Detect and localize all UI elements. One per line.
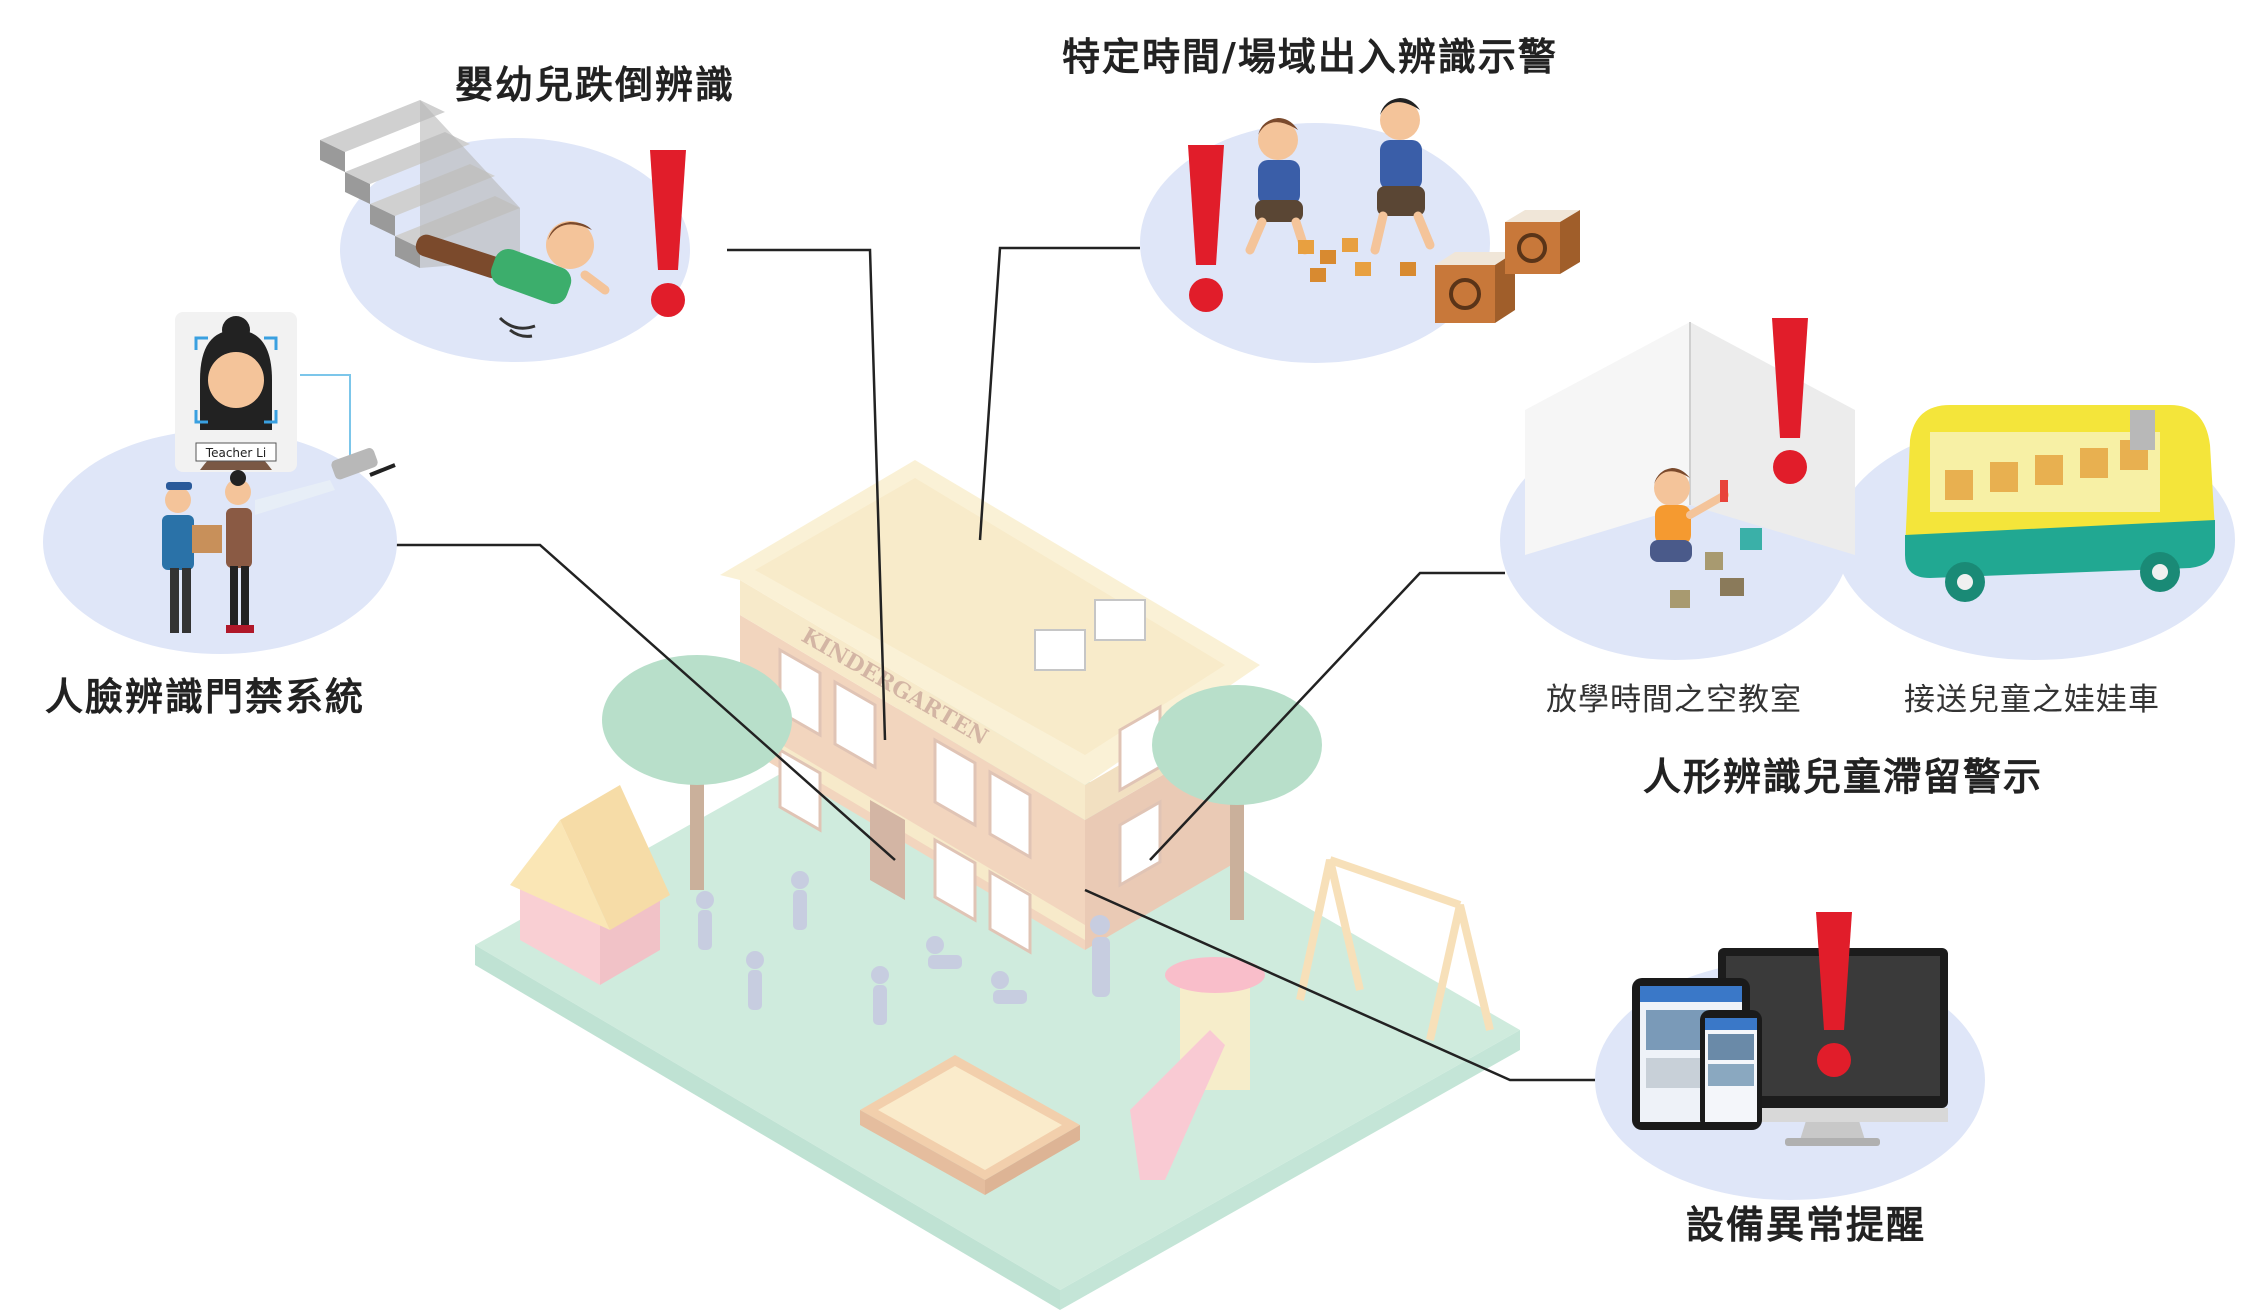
time-zone-alert-label: 特定時間/場域出入辨識示警	[1062, 35, 1558, 79]
device-alert-illustration	[1595, 912, 1985, 1200]
smartphone-icon	[1700, 1010, 1762, 1130]
falling-child-icon	[415, 221, 610, 338]
face-access-label: 人臉辨識門禁系統	[45, 675, 365, 719]
classroom-wall-icon	[1525, 322, 1855, 555]
swing-icon	[1296, 856, 1494, 1041]
school-bus-label: 接送兒童之娃娃車	[1904, 682, 2160, 718]
teacher-badge-text: Teacher Li	[205, 446, 266, 460]
speaker-box-icon	[1435, 210, 1580, 323]
connector-device	[1084, 888, 1610, 1082]
security-camera-icon	[255, 448, 396, 515]
kindergarten-building-icon: KINDERGARTEN	[720, 460, 1260, 955]
tree-icon	[1152, 685, 1322, 920]
face-scan-icon: Teacher Li	[175, 312, 297, 472]
exclamation-icon	[650, 150, 686, 317]
exclamation-icon	[1816, 912, 1852, 1077]
cardboard-box-icon	[1298, 238, 1416, 282]
ground-edge	[475, 945, 1060, 1310]
child-left-behind-label: 人形辨識兒童滯留警示	[1643, 755, 2043, 799]
connector-stay	[1149, 571, 1505, 861]
face-access-illustration: Teacher Li	[43, 312, 397, 654]
fall-detection-label: 嬰幼兒跌倒辨識	[455, 63, 735, 107]
playing-children-icon	[1245, 98, 1435, 255]
connector-face	[395, 543, 896, 861]
connector-time-zone	[978, 246, 1140, 541]
playground-ground	[475, 690, 1520, 1290]
sandbox-icon	[860, 1055, 1080, 1195]
exclamation-icon	[1772, 318, 1808, 484]
teacher-icon	[225, 470, 254, 633]
playhouse-icon	[510, 785, 670, 985]
time-zone-alert-illustration	[1140, 98, 1580, 363]
connector-fall	[727, 248, 887, 741]
child-playing-icon	[1650, 468, 1762, 608]
kindergarten-scene: KINDERGARTEN	[475, 460, 1520, 1310]
school-bus-icon	[1905, 405, 2215, 602]
exclamation-icon	[1188, 145, 1224, 312]
connector-lines	[395, 246, 1610, 1082]
slide-icon	[1130, 957, 1265, 1180]
empty-classroom-label: 放學時間之空教室	[1546, 682, 1802, 718]
delivery-person-icon	[162, 482, 222, 633]
device-alert-label: 設備異常提醒	[1686, 1203, 1926, 1247]
fall-detection-illustration	[320, 100, 690, 362]
tree-icon	[602, 655, 792, 890]
child-stay-illustration	[1500, 318, 2235, 660]
